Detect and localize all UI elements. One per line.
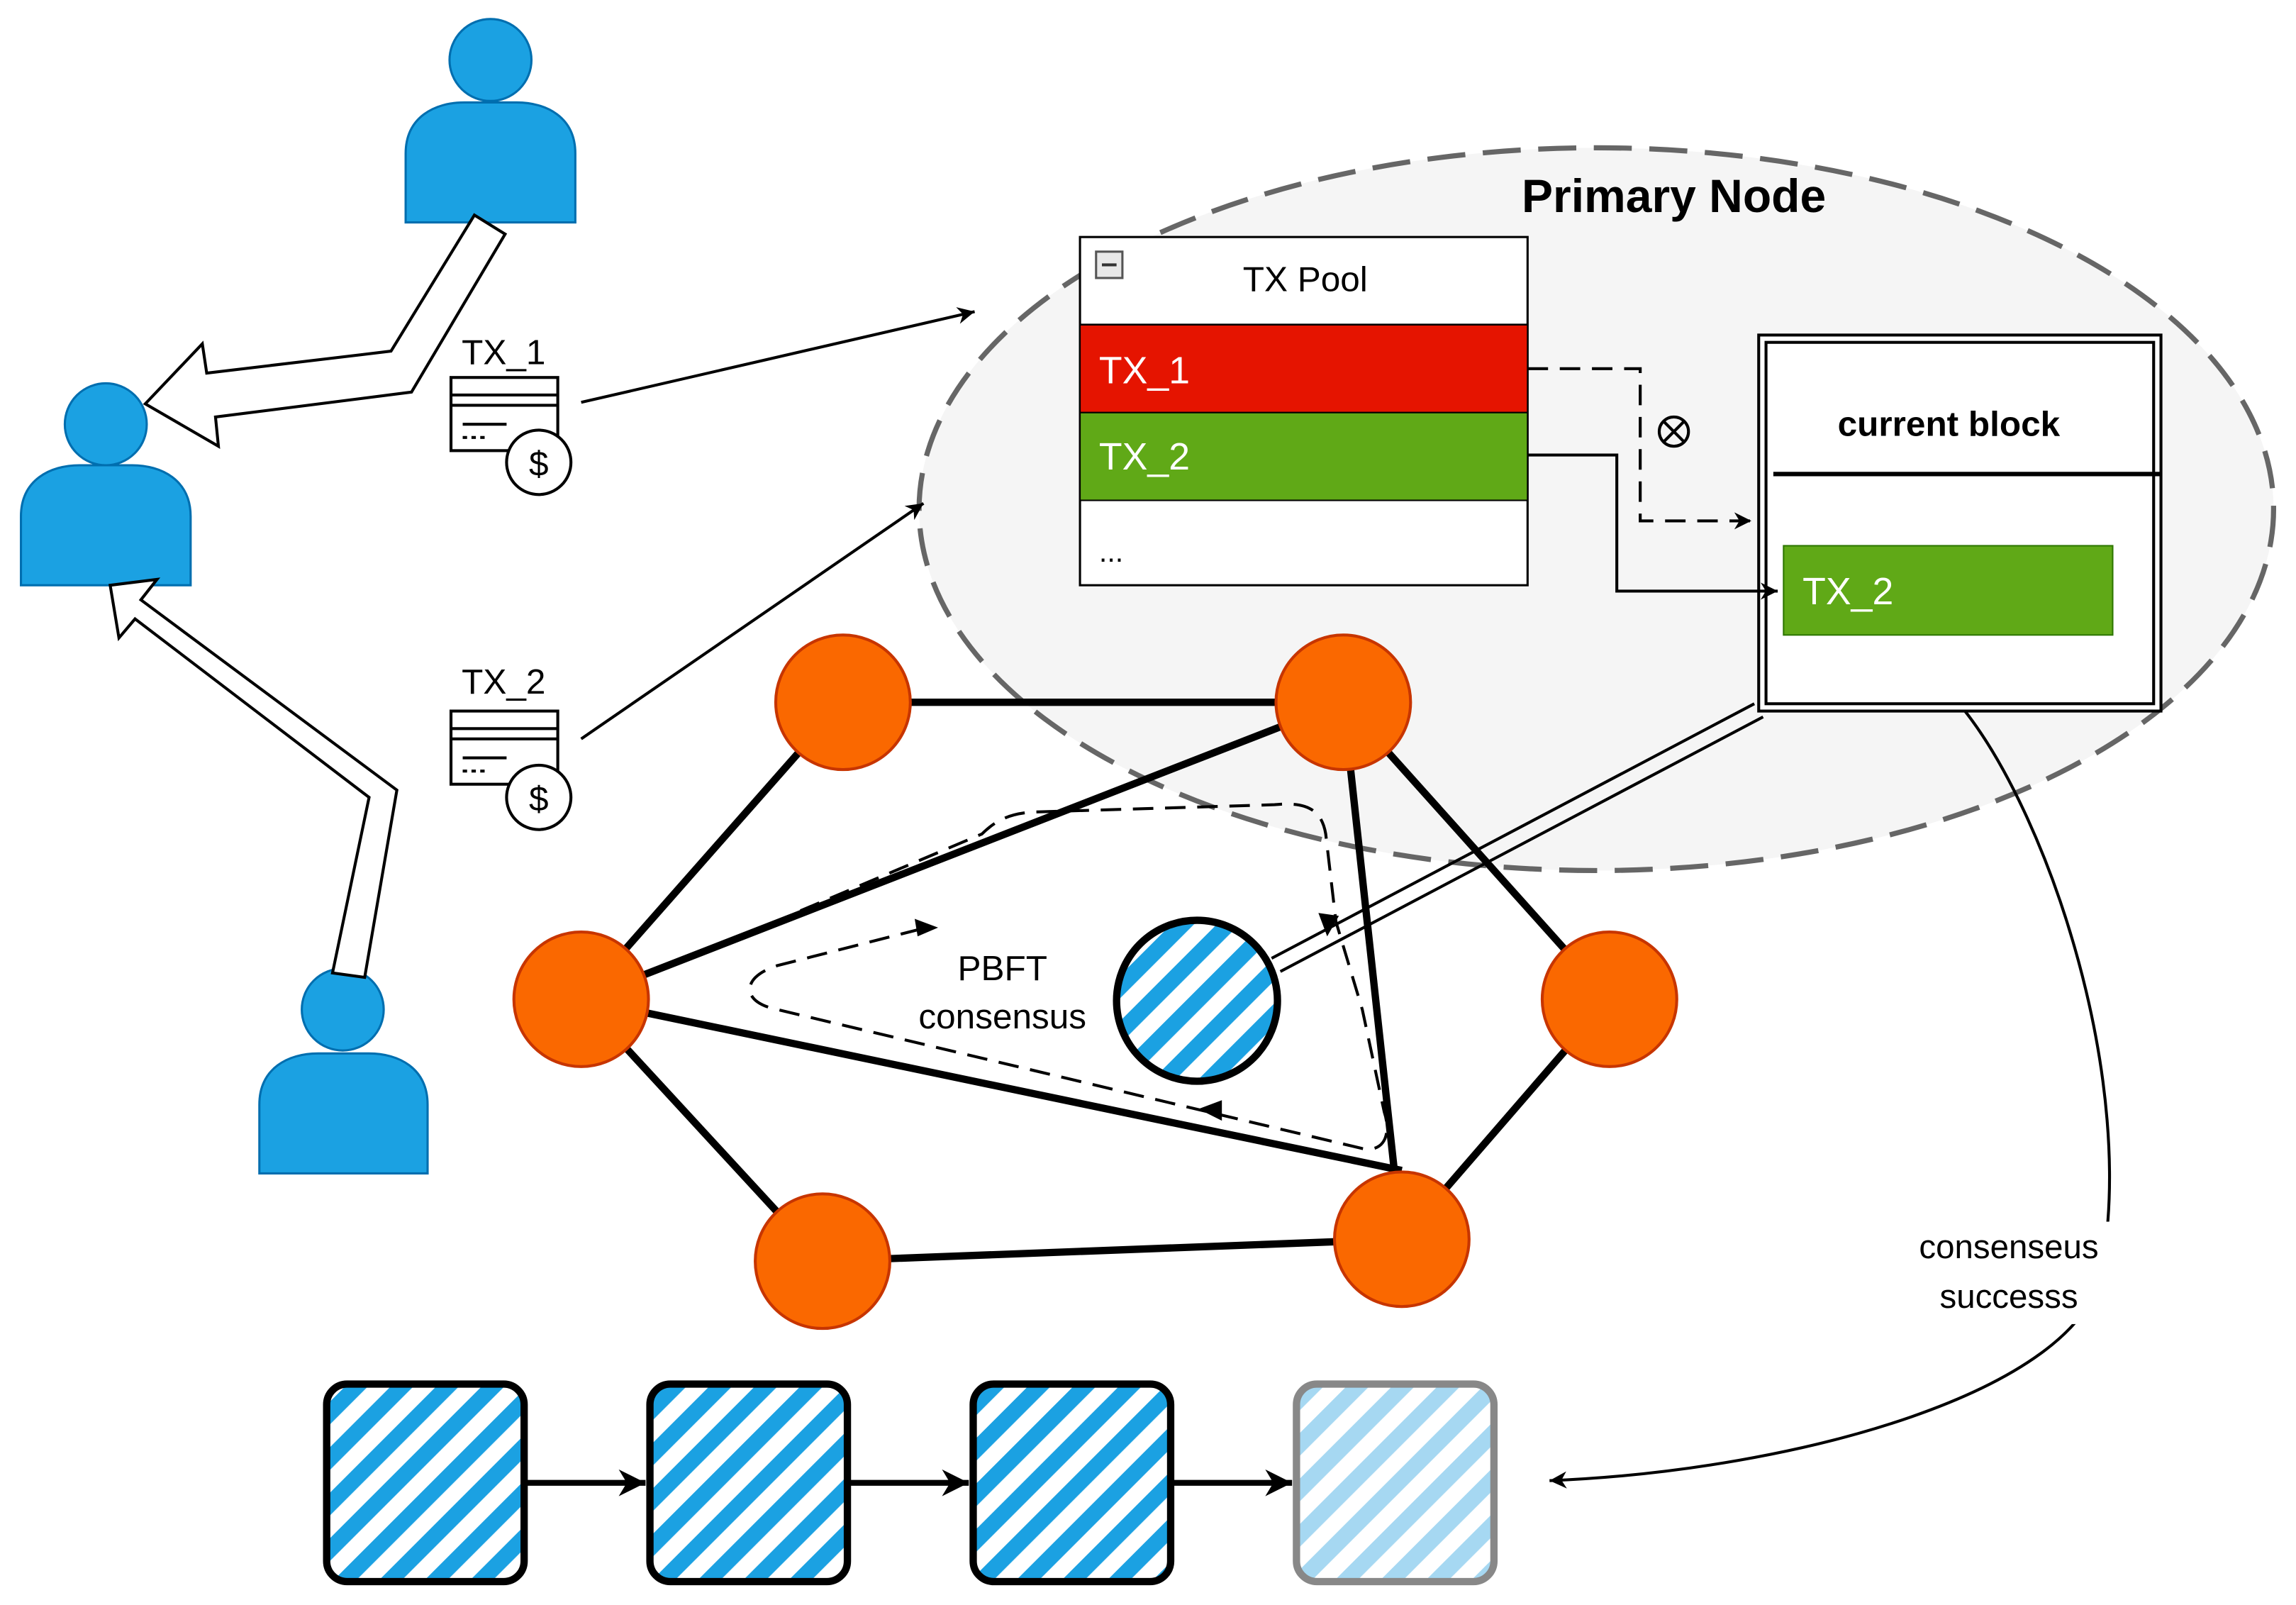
primary-node-title: Primary Node (1522, 170, 1826, 222)
network-edge (579, 699, 1345, 1003)
tx-pool-row[interactable]: ... (1099, 535, 1123, 568)
pbft-label-line1: PBFT (957, 949, 1047, 988)
current-block-tx-label: TX_2 (1802, 570, 1893, 613)
chain-block (323, 1380, 528, 1586)
network-edge (1339, 701, 1406, 1240)
network-node (774, 633, 912, 772)
tx2-submit-arrow (580, 501, 925, 740)
dollar-coin-icon: $ (505, 428, 573, 496)
tx-pool-row-label: TX_2 (1099, 435, 1190, 478)
network-nodes (512, 633, 1678, 1331)
tx-pool-row-label: ... (1099, 535, 1123, 568)
pbft-label-line2: consensus (918, 997, 1086, 1036)
pbft-arrowhead (914, 918, 938, 937)
tx-pool-row-label: TX_1 (1099, 349, 1190, 391)
user-icon (404, 18, 576, 224)
dollar-coin-icon: $ (505, 763, 573, 831)
tx2-label: TX_2 (462, 662, 545, 701)
chain-block (969, 1380, 1175, 1586)
tx1-submit-arrow (581, 307, 976, 404)
minus-box-icon[interactable] (1095, 250, 1124, 279)
tx2-accepted-route (1527, 453, 1778, 600)
current-block-outer (1757, 333, 2163, 713)
pbft-arrowhead (1198, 1100, 1222, 1121)
current-block: current block TX_2 (1757, 333, 2163, 713)
blockchain (323, 1380, 1498, 1586)
circle-x-icon (1657, 415, 1690, 448)
tx1-label: TX_1 (462, 333, 545, 372)
consensus-success-line1: consenseus (1919, 1228, 2098, 1266)
network-edge (822, 1235, 1403, 1265)
current-block-inner (1764, 340, 2156, 706)
current-block-tx[interactable]: TX_2 (1783, 545, 2114, 636)
network-edge (580, 995, 1403, 1174)
tx-pool: TX Pool TX_1 TX_2 ... (1079, 235, 1529, 587)
tx-pool-row[interactable]: TX_1 (1079, 323, 1529, 413)
tx1-rejected-route (1527, 367, 1751, 530)
tx-pool-title: TX Pool (1243, 260, 1368, 299)
network-node (1332, 1170, 1471, 1309)
dollar-symbol: $ (529, 444, 549, 483)
pbft-arrowhead (1318, 913, 1339, 937)
chain-block (646, 1380, 852, 1586)
tx-pool-row[interactable]: TX_2 (1079, 411, 1529, 501)
block-to-consensus-link (1271, 702, 1764, 973)
pbft-cycle-path (748, 802, 1388, 1151)
network-node (512, 931, 650, 1068)
consensus-success-label-bg (1896, 1221, 2123, 1324)
user-icon (19, 382, 192, 587)
network-node (1274, 633, 1412, 772)
dollar-symbol: $ (529, 779, 549, 818)
payment-flow-arrow (143, 213, 508, 449)
network-node (1540, 931, 1678, 1068)
current-block-title: current block (1838, 405, 2061, 444)
user-icon (258, 967, 429, 1174)
network-node (754, 1192, 891, 1331)
payment-flow-arrow (108, 577, 399, 979)
consensus-success-line2: successs (1939, 1278, 2078, 1316)
pending-block (1293, 1380, 1498, 1586)
pbft-cycle (748, 802, 1388, 1151)
consensus-block-shape (1113, 916, 1281, 1085)
consensus-block (1113, 916, 1281, 1085)
